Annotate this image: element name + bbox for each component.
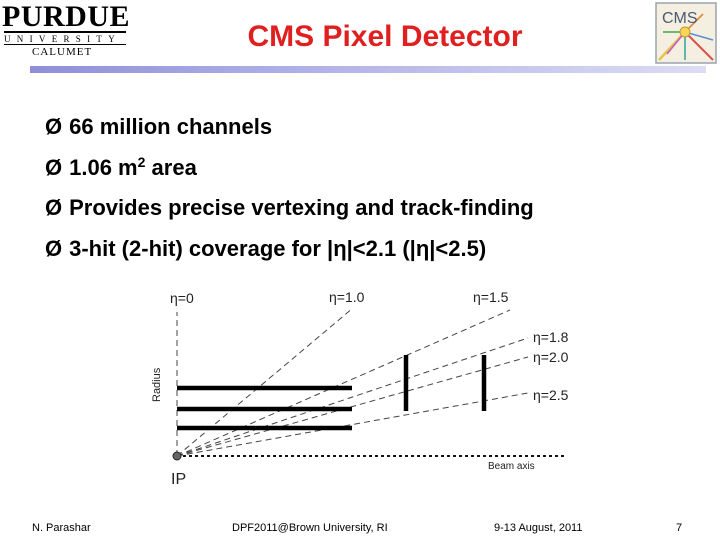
bullet-marker-icon: Ø bbox=[45, 235, 63, 261]
footer-event: DPF2011@Brown University, RI bbox=[232, 522, 388, 534]
slide-title: CMS Pixel Detector bbox=[0, 18, 720, 56]
bullet-text-suffix: area bbox=[145, 154, 197, 180]
bullet-marker-icon: Ø bbox=[45, 154, 63, 180]
purdue-calumet-text: CALUMET bbox=[32, 46, 93, 58]
bullet-marker-icon: Ø bbox=[45, 114, 63, 139]
bullet-list: Ø 66 million channels Ø 1.06 m2 area Ø P… bbox=[45, 107, 534, 269]
bullet-item: Ø 1.06 m2 area bbox=[45, 148, 534, 189]
cms-logo: CMS bbox=[655, 2, 717, 64]
purdue-university-text: UNIVERSITY bbox=[4, 34, 121, 44]
cms-logo-text: CMS bbox=[662, 10, 698, 27]
bullet-text: 66 million channels bbox=[69, 114, 273, 139]
purdue-logo: PURDUE UNIVERSITY CALUMET bbox=[2, 2, 130, 60]
bullet-item: Ø 66 million channels bbox=[45, 107, 534, 148]
purdue-logo-rule bbox=[4, 31, 126, 33]
title-underline bbox=[30, 66, 706, 73]
bullet-superscript: 2 bbox=[137, 153, 146, 170]
footer-author: N. Parashar bbox=[32, 522, 91, 534]
bullet-text: 3-hit (2-hit) coverage for |η|<2.1 (|η|<… bbox=[69, 235, 487, 261]
bullet-text: Provides precise vertexing and track-fin… bbox=[69, 195, 534, 220]
detector-diagram: η=0 η=1.0 η=1.5 η=1.8 η=2.0 η=2.5 IP Rad… bbox=[151, 289, 569, 488]
eta-2-0-line bbox=[176, 356, 529, 457]
eta-1-8-line bbox=[176, 337, 529, 457]
bullet-text: 1.06 m bbox=[69, 154, 138, 180]
eta-label: η=1.8 bbox=[533, 329, 569, 345]
eta-label: η=1.0 bbox=[329, 289, 365, 305]
ip-label: IP bbox=[171, 471, 186, 488]
bullet-item: Ø 3-hit (2-hit) coverage for |η|<2.1 (|η… bbox=[45, 229, 534, 270]
eta-1-0-line bbox=[176, 307, 354, 457]
eta-label: η=2.5 bbox=[533, 387, 569, 403]
footer-date: 9-13 August, 2011 bbox=[494, 522, 583, 534]
eta-label: η=2.0 bbox=[533, 349, 569, 365]
bullet-item: Ø Provides precise vertexing and track-f… bbox=[45, 188, 534, 229]
beam-axis-label: Beam axis bbox=[488, 461, 535, 472]
purdue-wordmark: PURDUE bbox=[2, 0, 130, 33]
eta-1-5-line bbox=[176, 309, 511, 457]
eta-label: η=1.5 bbox=[473, 289, 509, 305]
eta-2-5-line bbox=[176, 392, 529, 457]
bullet-marker-icon: Ø bbox=[45, 195, 63, 220]
footer-page-number: 7 bbox=[676, 522, 683, 534]
slide-title-text: CMS Pixel Detector bbox=[247, 20, 523, 53]
eta-label: η=0 bbox=[170, 290, 194, 306]
interaction-point-marker bbox=[172, 451, 182, 461]
purdue-logo-rule-lower bbox=[4, 44, 126, 45]
radius-axis-label: Radius bbox=[151, 367, 163, 402]
